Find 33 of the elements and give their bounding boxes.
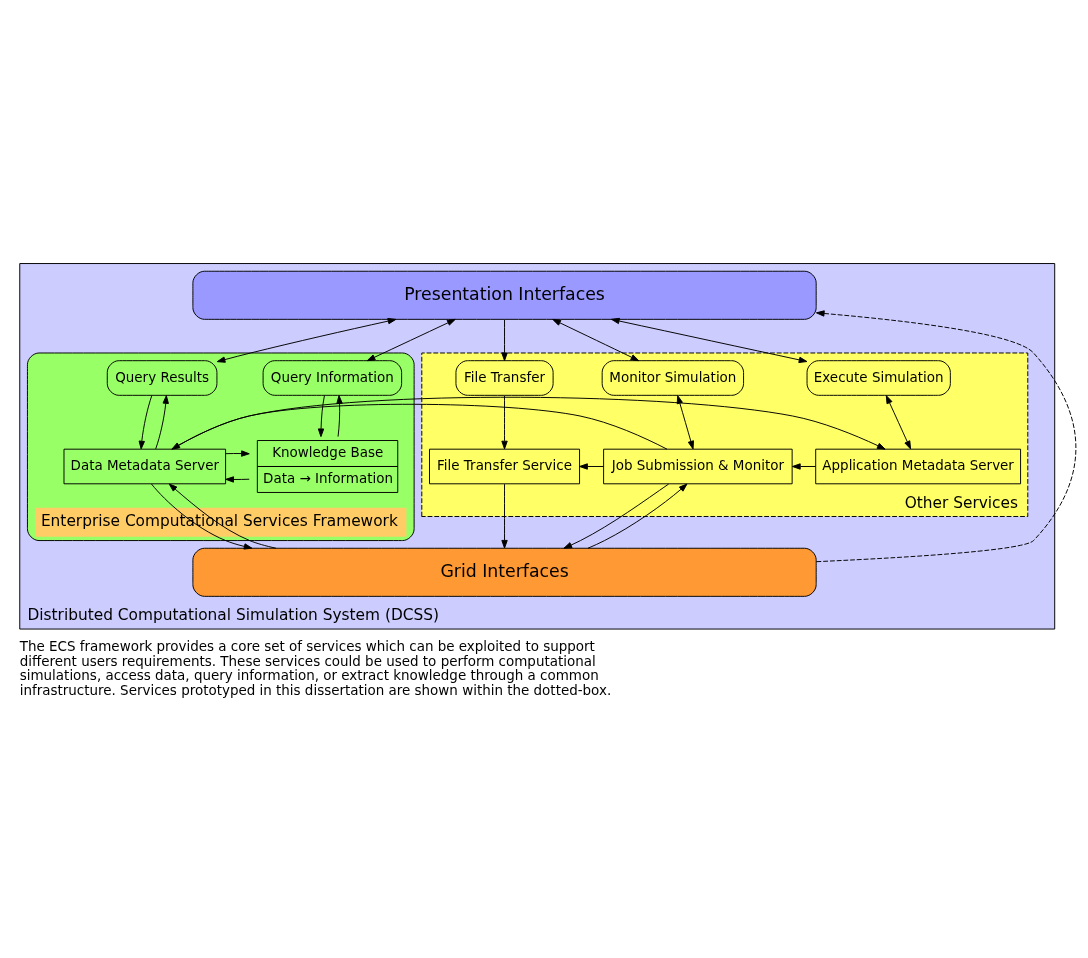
caption: The ECS framework provides a core set of services which can be exploited to support different users requirements. These services could be used to perform computational simulations, access data, query information, or extract knowledge through a common infrastructure. Services prototyped in this dissertation are shown within the dotted-box.	[19, 639, 612, 698]
arrow	[171, 403, 668, 450]
arrow	[336, 395, 343, 438]
node-box: Presentation Interfaces	[192, 270, 817, 320]
arrow	[501, 395, 508, 450]
arrow	[216, 317, 397, 363]
node-box: Application Metadata Server	[815, 448, 1022, 485]
node-box: Job Submission & Monitor	[603, 448, 793, 485]
arrow	[563, 483, 670, 549]
node-box: File Transfer Service	[429, 448, 581, 485]
arrow	[317, 395, 325, 438]
node-box: Grid Interfaces	[192, 547, 817, 597]
arrow	[885, 395, 912, 450]
arrow	[792, 463, 817, 470]
node-box: Data Metadata Server	[63, 448, 227, 485]
arrow	[579, 463, 604, 470]
arrow	[171, 396, 886, 450]
arrow	[587, 483, 688, 549]
node-box: File Transfer	[455, 360, 554, 396]
arrow	[138, 395, 153, 450]
node-box: Execute Simulation	[806, 360, 951, 396]
arrow	[611, 317, 808, 364]
arrow	[225, 450, 250, 457]
arrow	[501, 319, 508, 362]
node-box: Query Information	[262, 360, 403, 396]
arrow	[501, 483, 508, 549]
node-box: Monitor Simulation	[601, 360, 745, 396]
arrow	[552, 318, 640, 362]
arrow	[366, 318, 456, 362]
arrow	[225, 476, 250, 483]
node-box: Query Results	[106, 360, 218, 396]
arrow	[155, 395, 169, 450]
arrow	[676, 395, 694, 450]
